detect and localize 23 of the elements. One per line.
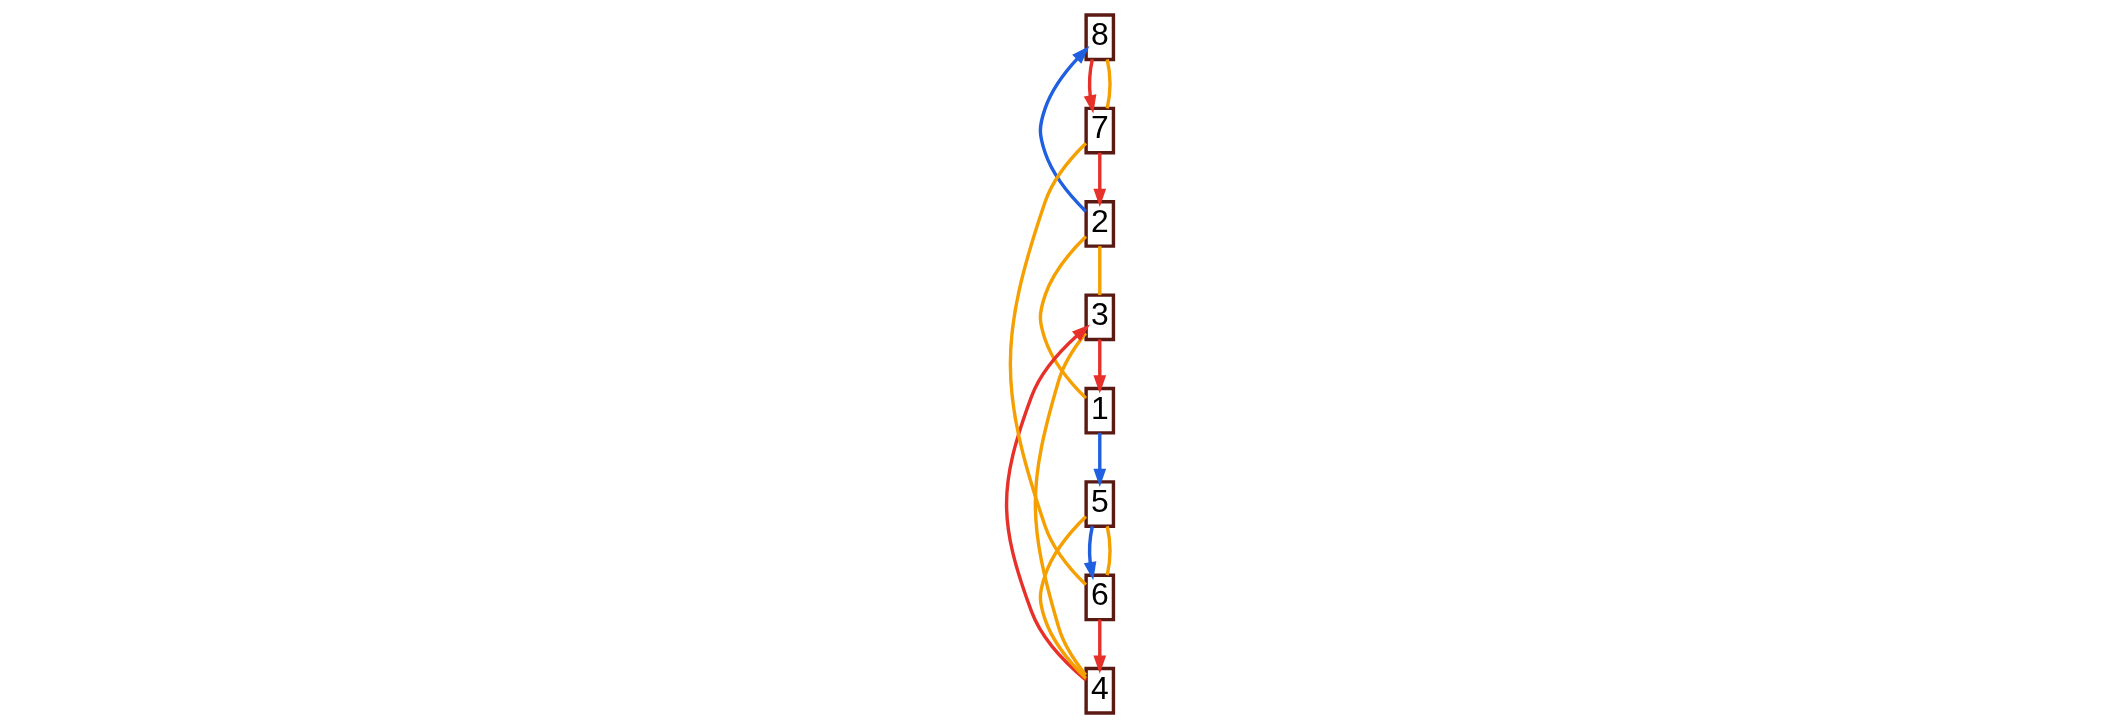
arrow (1038, 46, 1090, 213)
node-box: 7 (1084, 106, 1116, 155)
connector (1105, 59, 1112, 109)
connector (1098, 246, 1102, 296)
arrow (1083, 525, 1097, 581)
node-box: 4 (1084, 666, 1116, 715)
arrow (1004, 324, 1090, 682)
node-box: 3 (1084, 293, 1116, 342)
connector (1038, 515, 1088, 680)
connector (1033, 332, 1088, 677)
connector (1008, 141, 1088, 587)
node-box: 2 (1084, 200, 1116, 248)
arrow (1093, 432, 1107, 487)
connector (1105, 525, 1112, 576)
arrow (1093, 339, 1107, 394)
arrow (1083, 59, 1097, 114)
node-box: 1 (1084, 386, 1116, 435)
arrow (1093, 152, 1107, 207)
node-box: 6 (1084, 573, 1116, 622)
connector (1038, 235, 1088, 400)
node-box: 5 (1084, 480, 1116, 528)
node-box: 8 (1084, 13, 1116, 62)
arrow (1093, 619, 1107, 674)
